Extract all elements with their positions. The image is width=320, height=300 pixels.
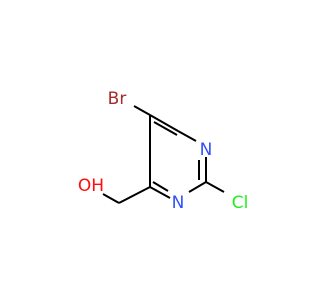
bond-c5-br: [133, 105, 151, 116]
bond-c5-c6-double: [153, 121, 178, 136]
atom-labels: Br N N Cl OH: [78, 89, 248, 213]
bond-c4-ch2: [118, 186, 151, 204]
bond-c6-n1: [177, 130, 197, 142]
bond-ch2-o: [102, 193, 120, 204]
bonds: [102, 105, 225, 204]
nitrogen-label-bottom: N: [172, 193, 185, 213]
hydroxyl-label: OH: [78, 176, 104, 196]
bromine-label: Br: [108, 89, 127, 109]
bond-c2-cl: [205, 181, 225, 193]
chlorine-label: Cl: [232, 193, 249, 213]
nitrogen-label-top: N: [200, 140, 213, 160]
bond-n3-c4-double: [152, 181, 169, 192]
molecule-structure: Br N N Cl OH: [78, 89, 248, 213]
bond-c5-c6: [149, 114, 179, 132]
structure-canvas: Br N N Cl OH: [78, 89, 248, 213]
bond-n3-c4: [149, 186, 171, 199]
bond-c2-n3: [188, 181, 207, 193]
